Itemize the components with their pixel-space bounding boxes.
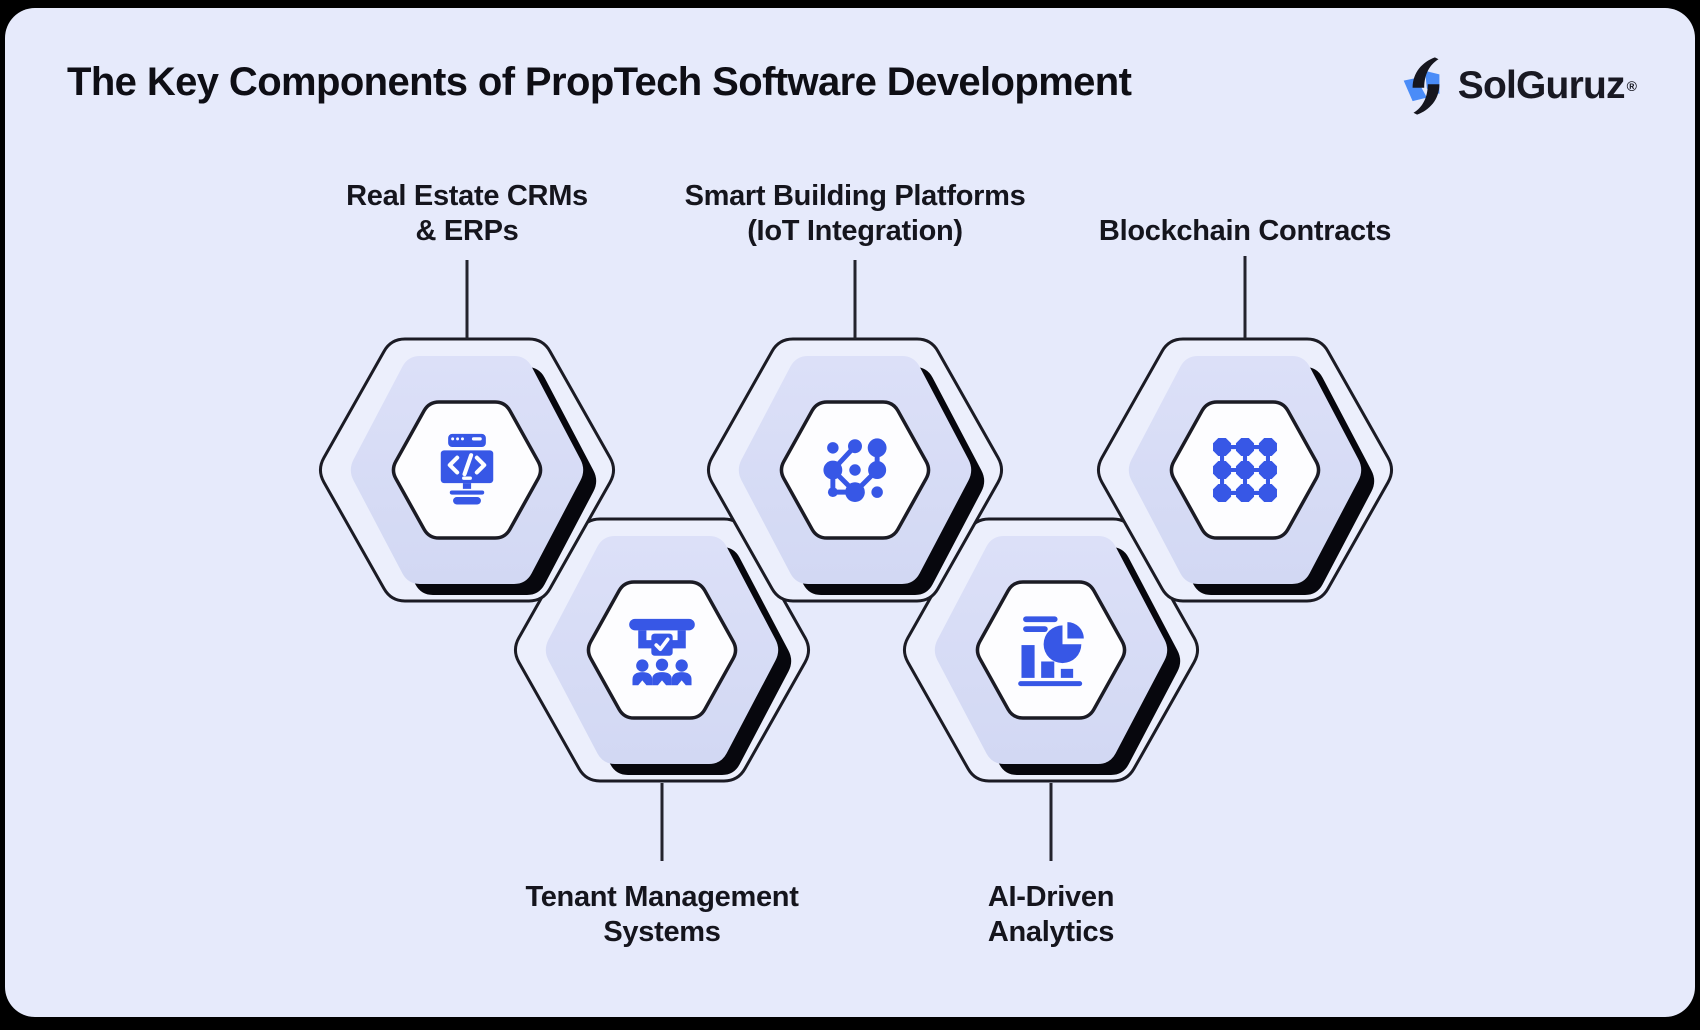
label-tenant-management: Tenant Management Systems xyxy=(525,881,799,948)
label-smart-building: Smart Building Platforms (IoT Integratio… xyxy=(684,180,1026,247)
hexagon-real-estate-crms xyxy=(318,337,616,603)
solguruz-logo-icon xyxy=(1403,57,1440,115)
connector-line xyxy=(465,260,469,339)
connector-line xyxy=(1243,256,1247,339)
label-ai-analytics: AI-Driven Analytics xyxy=(987,881,1115,948)
hexagon-smart-building xyxy=(706,337,1004,603)
label-blockchain: Blockchain Contracts xyxy=(1098,215,1392,247)
label-real-estate-crms: Real Estate CRMs & ERPs xyxy=(346,180,588,247)
connector-line xyxy=(1049,783,1053,861)
code-window-monitor-icon xyxy=(440,433,494,505)
tenant-group-check-icon xyxy=(629,618,695,686)
hexagon-blockchain xyxy=(1096,337,1394,603)
page-title: The Key Components of PropTech Software … xyxy=(67,60,1132,104)
hexagon-ai-analytics xyxy=(902,517,1200,783)
connector-line xyxy=(660,783,664,861)
registered-trademark: ® xyxy=(1626,78,1637,94)
solguruz-logo: SolGuruz® xyxy=(1401,56,1637,116)
iot-network-nodes-icon xyxy=(823,438,887,502)
blockchain-grid-icon xyxy=(1213,438,1277,502)
solguruz-logo-text: SolGuruz xyxy=(1457,64,1626,107)
connector-line xyxy=(853,260,857,339)
infographic-panel: The Key Components of PropTech Software … xyxy=(5,8,1695,1017)
hexagon-tenant-management xyxy=(513,517,811,783)
analytics-chart-pie-icon xyxy=(1018,616,1084,687)
